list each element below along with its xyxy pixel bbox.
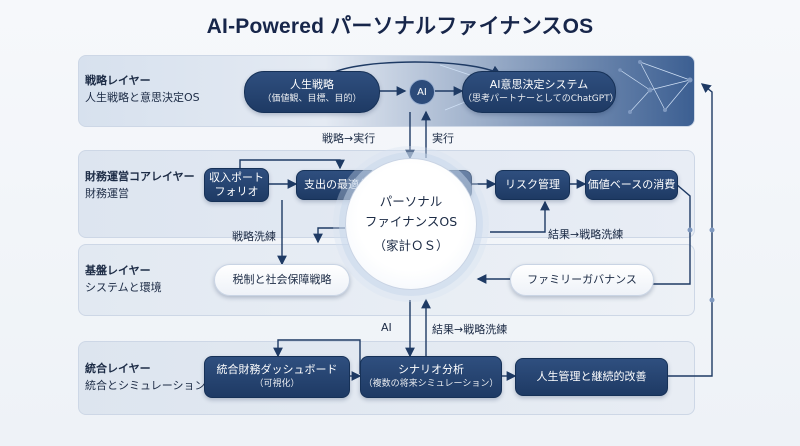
diagram-title: AI-Powered パーソナルファイナンスOS	[206, 15, 594, 38]
income-portfolio-line1: 収入ポート	[209, 171, 264, 184]
strategy-layer-label: 戦略レイヤー 人生戦略と意思決定OS	[85, 72, 200, 106]
strategy-layer-subtitle: 人生戦略と意思決定OS	[85, 91, 200, 104]
base-layer-subtitle: システムと環境	[85, 281, 162, 294]
value-consumption-node[interactable]: 価値ベースの消費	[585, 170, 678, 200]
integration-layer-title: 統合レイヤー	[85, 362, 151, 375]
integration-layer-label: 統合レイヤー 統合とシミュレーション	[85, 360, 206, 394]
dashboard-label: 統合財務ダッシュボード	[216, 363, 338, 376]
edge-label-result-refine-right: 結果→戦略洗練	[548, 228, 624, 241]
finance-layer-label: 財務運営コアレイヤー 財務運営	[85, 168, 195, 202]
ai-badge: AI	[409, 79, 435, 105]
income-portfolio-node[interactable]: 収入ポート フォリオ	[204, 168, 269, 202]
core-line1: パーソナル	[379, 194, 443, 209]
scenario-label: シナリオ分析	[398, 363, 464, 376]
integration-layer-subtitle: 統合とシミュレーション	[85, 379, 206, 392]
dashboard-sub: （可視化）	[254, 379, 300, 389]
tax-social-security-node[interactable]: 税制と社会保障戦略	[214, 264, 350, 296]
income-portfolio-line2: フォリオ	[214, 185, 259, 198]
network-decoration	[439, 61, 691, 113]
ai-decision-label: AI意思決定システム	[489, 78, 589, 91]
base-layer-title: 基盤レイヤー	[85, 264, 151, 277]
edge-label-exec: 実行	[432, 132, 454, 145]
risk-management-node[interactable]: リスク管理	[495, 170, 570, 200]
scenario-analysis-node[interactable]: シナリオ分析 （複数の将来シミュレーション）	[360, 356, 502, 398]
personal-finance-os-core: パーソナル ファイナンスOS （家計ＯＳ）	[345, 158, 477, 290]
base-layer-label: 基盤レイヤー システムと環境	[85, 262, 162, 296]
life-strategy-sub: （価値観、目標、目的）	[262, 94, 362, 104]
strategy-layer-title: 戦略レイヤー	[85, 74, 151, 87]
core-line3: （家計ＯＳ）	[373, 238, 449, 253]
edge-label-strategy-refine: 戦略洗練	[232, 230, 276, 243]
edge-label-result-refine-bottom: 結果→戦略洗練	[432, 323, 508, 336]
life-strategy-label: 人生戦略	[290, 78, 334, 91]
life-strategy-node[interactable]: 人生戦略 （価値観、目標、目的）	[244, 71, 380, 113]
scenario-sub: （複数の将来シミュレーション）	[363, 379, 499, 389]
life-management-node[interactable]: 人生管理と継続的改善	[515, 358, 668, 396]
finance-layer-title: 財務運営コアレイヤー	[85, 170, 195, 183]
dashboard-node[interactable]: 統合財務ダッシュボード （可視化）	[204, 356, 350, 398]
finance-layer-subtitle: 財務運営	[85, 187, 129, 200]
edge-label-ai: AI	[381, 321, 392, 334]
family-governance-node[interactable]: ファミリーガバナンス	[510, 264, 654, 296]
core-line2: ファイナンスOS	[364, 214, 458, 229]
edge-label-strategy-exec: 戦略→実行	[322, 132, 376, 145]
ai-decision-node[interactable]: AI意思決定システム （思考パートナーとしてのChatGPT）	[462, 71, 619, 113]
ai-decision-sub: （思考パートナーとしてのChatGPT）	[463, 94, 619, 104]
